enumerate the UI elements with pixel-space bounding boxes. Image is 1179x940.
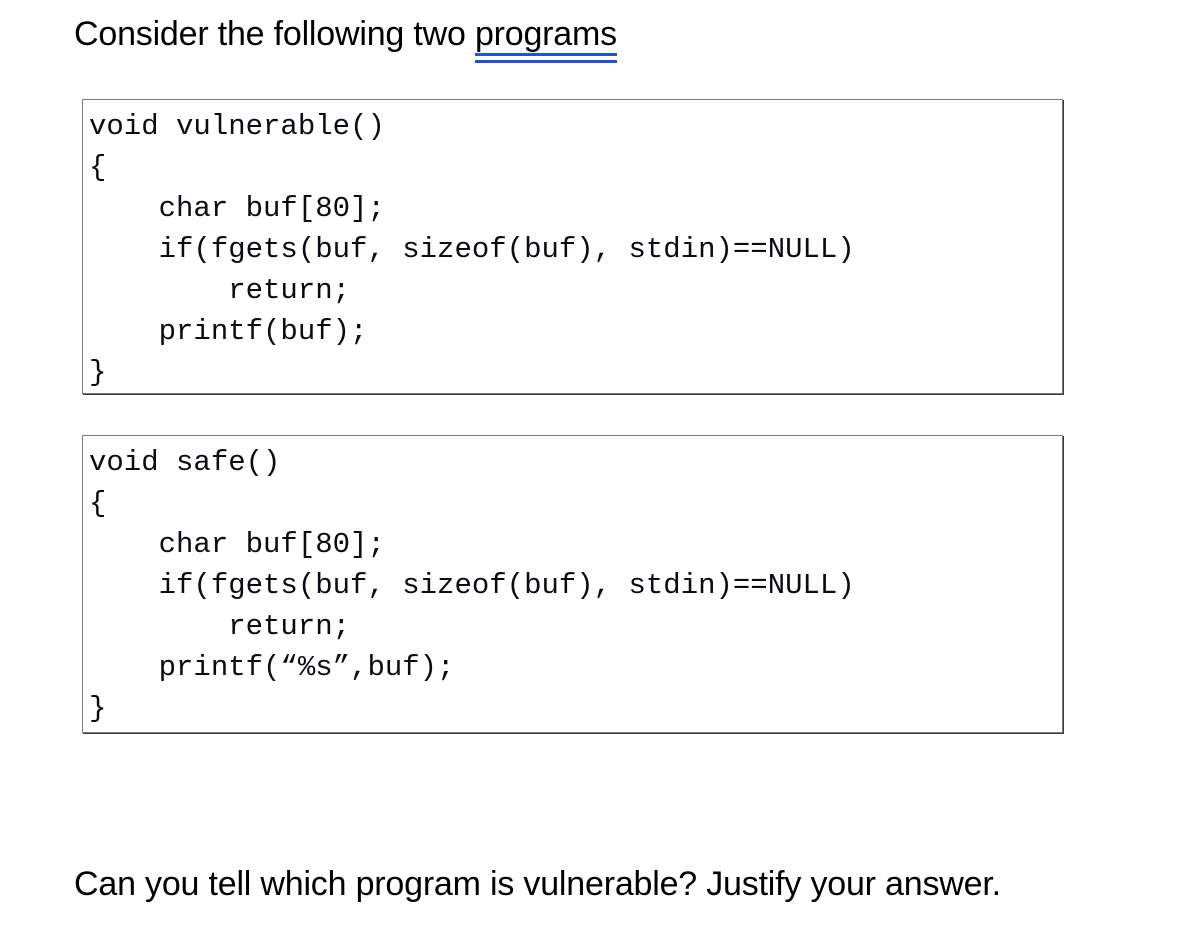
code-text-safe: void safe() { char buf[80]; if(fgets(buf…: [89, 446, 855, 725]
question-text: Can you tell which program is vulnerable…: [74, 865, 1001, 903]
page-title: Consider the following two programs: [74, 12, 617, 63]
code-block-vulnerable: void vulnerable() { char buf[80]; if(fge…: [82, 99, 1063, 394]
programs-link-label: programs: [474, 15, 617, 53]
link-underline-upper: [474, 53, 617, 56]
programs-link[interactable]: programs: [474, 15, 617, 63]
code-block-safe: void safe() { char buf[80]; if(fgets(buf…: [82, 435, 1063, 733]
code-text-vulnerable: void vulnerable() { char buf[80]; if(fge…: [89, 110, 855, 389]
link-underline-lower: [474, 60, 617, 63]
page-title-prefix: Consider the following two: [74, 15, 475, 53]
